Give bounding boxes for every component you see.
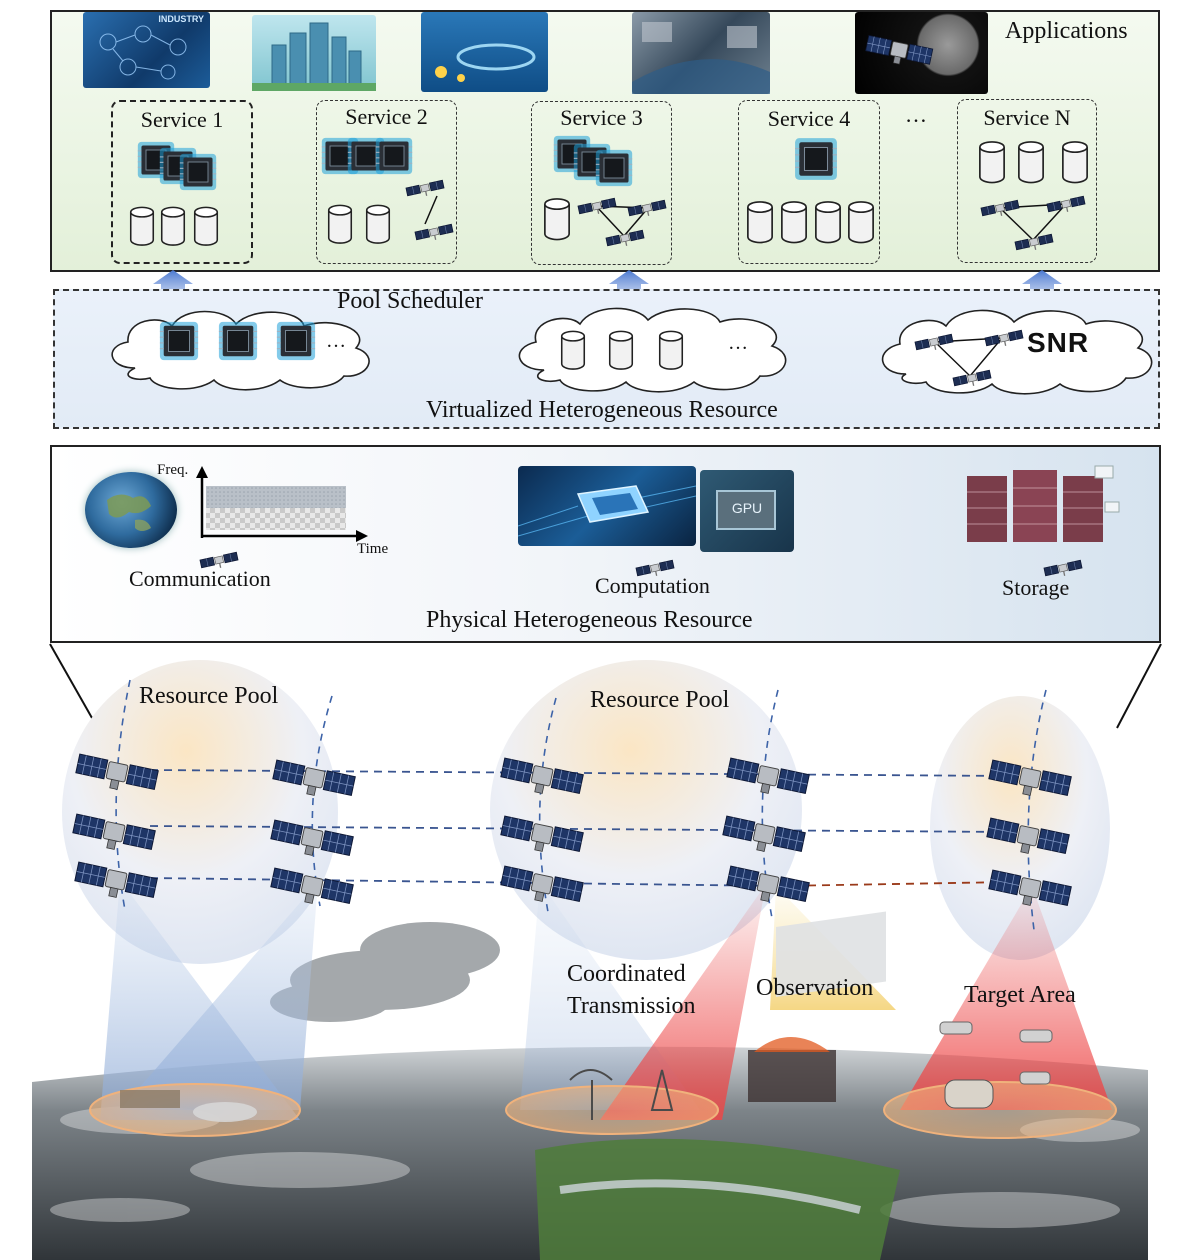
computation-label: Computation <box>595 573 710 598</box>
applications-title: Applications <box>1005 18 1128 44</box>
processor-image <box>518 466 696 546</box>
storage-label: Storage <box>1002 575 1070 600</box>
space-thumbnail <box>855 12 988 94</box>
satellite-icon <box>605 229 645 248</box>
target-area-label: Target Area <box>964 982 1076 1008</box>
time-axis-label: Time <box>357 541 389 557</box>
resource-pool-left-label: Resource Pool <box>139 683 279 709</box>
industry-thumbnail: INDUSTRY <box>83 12 210 88</box>
storage-ellipsis: … <box>728 332 748 354</box>
earth-observation-thumbnail <box>632 12 770 94</box>
service-2-label: Service 2 <box>345 104 428 129</box>
satellite-icon <box>577 197 617 216</box>
industry-text: INDUSTRY <box>158 14 204 24</box>
disk-icon <box>658 330 684 370</box>
service-4-box: Service 4 <box>738 100 880 264</box>
physical-resource-title: Physical Heterogeneous Resource <box>426 607 753 633</box>
service-3-box: Service 3 <box>531 101 672 265</box>
coordinated-transmission-label-line2: Transmission <box>567 993 696 1019</box>
gpu-image: GPU <box>700 470 794 552</box>
satellite-scene <box>32 660 1148 1260</box>
disk-icon <box>544 198 570 241</box>
disk-icon <box>193 206 219 246</box>
network-cloud-icon <box>881 309 1153 395</box>
observation-label: Observation <box>756 975 874 1001</box>
smart-city-thumbnail <box>252 15 376 91</box>
globe-icon <box>85 472 177 548</box>
disk-icon <box>160 206 186 246</box>
disk-icon <box>1061 141 1089 184</box>
disk-icon <box>608 330 634 370</box>
satellite-icon <box>405 179 445 198</box>
service-icons <box>129 135 1089 252</box>
freq-axis-label: Freq. <box>157 462 189 478</box>
disk-icon <box>815 201 841 244</box>
service-n-label: Service N <box>983 105 1071 130</box>
chip-icon <box>218 321 258 361</box>
chip-icon <box>375 137 413 175</box>
satellite-icon <box>414 223 454 242</box>
disk-icon <box>365 204 391 244</box>
satellite-icon <box>1046 195 1086 214</box>
chip-icon <box>794 137 838 181</box>
disk-icon <box>1017 141 1045 184</box>
spectrum-chart <box>196 466 368 542</box>
chip-icon <box>595 149 633 187</box>
disk-icon <box>747 201 773 244</box>
disk-icon <box>978 141 1006 184</box>
snr-label: SNR <box>1027 327 1090 358</box>
services-ellipsis: … <box>905 102 927 127</box>
disk-icon <box>327 204 353 244</box>
chip-icon <box>159 321 199 361</box>
disk-icon <box>848 201 874 244</box>
chip-icon <box>179 153 217 191</box>
chip-icon <box>276 321 316 361</box>
ocean-farm-thumbnail <box>421 12 548 92</box>
service-2-box: Service 2 <box>316 100 457 264</box>
service-4-label: Service 4 <box>767 106 851 131</box>
resource-pool-middle-label: Resource Pool <box>590 687 730 713</box>
server-rack-image <box>967 465 1120 542</box>
satellite-icon <box>1014 233 1054 252</box>
disk-icon <box>781 201 807 244</box>
compute-ellipsis: … <box>326 330 346 352</box>
satellite-icon <box>627 199 667 218</box>
coordinated-transmission-label-line1: Coordinated <box>567 961 686 987</box>
service-1-label: Service 1 <box>140 107 224 132</box>
disk-icon <box>129 206 155 246</box>
pool-scheduler-label: Pool Scheduler <box>337 288 483 314</box>
disk-icon <box>560 330 586 370</box>
satellite-icon <box>980 199 1020 218</box>
service-1-box: Service 1 <box>111 100 253 264</box>
service-n-box: Service N <box>957 99 1097 263</box>
communication-label: Communication <box>129 566 271 591</box>
zoom-connector-lines <box>49 643 1162 729</box>
gpu-text: GPU <box>731 500 763 516</box>
resource-clouds <box>111 307 1153 395</box>
service-3-label: Service 3 <box>560 105 643 130</box>
storage-cloud-icon <box>518 307 787 393</box>
virtualized-resource-label: Virtualized Heterogeneous Resource <box>426 397 778 423</box>
